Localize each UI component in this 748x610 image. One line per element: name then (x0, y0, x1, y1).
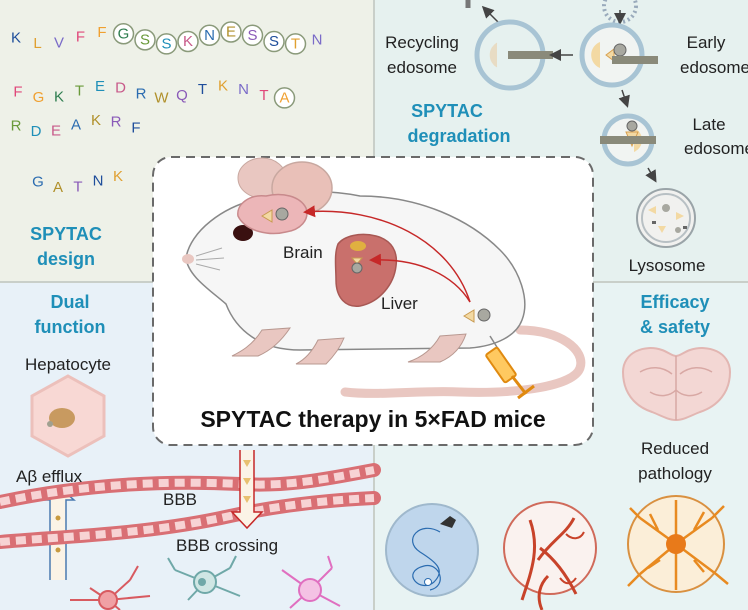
amino-acid-letter: D (115, 79, 126, 96)
delivery-arrow-brain (303, 205, 471, 303)
late-label-line1: Late (692, 115, 725, 134)
bbb-label: BBB (163, 490, 197, 509)
brain-label: Brain (283, 243, 323, 262)
amino-acid-letter: T (75, 83, 84, 100)
residue-highlight (112, 23, 135, 45)
amino-acid-letter: S (161, 35, 171, 52)
design-title-line1: SPYTAC (30, 224, 102, 244)
residue-highlight (177, 30, 199, 53)
amino-acid-letter: N (93, 173, 104, 190)
degradation-diagram (465, 0, 696, 248)
early-label-line2: edosome (680, 58, 748, 77)
bbb-crossing-arrow (230, 450, 264, 530)
neuron-red (70, 565, 151, 610)
amino-acid-letter: A (53, 179, 63, 196)
efficacy-title-line2: & safety (640, 317, 710, 337)
reduced-label-line1: Reduced (641, 439, 709, 458)
amino-acid-letter: F (13, 84, 22, 101)
amino-acid-letter: T (73, 178, 82, 195)
amino-acid-letter: D (31, 123, 42, 140)
residue-highlight (241, 24, 264, 47)
amino-acid-letter: K (91, 112, 101, 129)
amino-acid-letter: R (111, 113, 122, 130)
design-title-line2: design (37, 249, 95, 269)
amino-acid-letter: T (198, 81, 207, 98)
dual-title-line2: function (35, 317, 106, 337)
center-title: SPYTAC therapy in 5×FAD mice (200, 406, 545, 432)
neuron-pink (281, 555, 341, 609)
amino-acid-letter: G (32, 174, 44, 191)
recycling-label-line1: Recycling (385, 33, 459, 52)
residue-highlight (284, 33, 307, 55)
residue-highlight (198, 24, 221, 47)
mouse-tail (340, 325, 586, 398)
amino-acid-letter: E (226, 24, 236, 41)
degradation-title-line1: SPYTAC (411, 101, 483, 121)
degradation-title-line2: degradation (407, 126, 510, 146)
amino-acid-letter: K (54, 88, 64, 105)
recycling-label-line2: edosome (387, 58, 457, 77)
amino-acid-letter: L (33, 35, 41, 52)
amino-acid-letter: R (11, 118, 22, 135)
amino-acid-letter: F (97, 24, 106, 41)
top-arrow (481, 5, 499, 23)
lysosome-label: Lysosome (629, 256, 706, 275)
amino-acid-letter: S (247, 27, 257, 44)
amino-acid-letter: E (95, 78, 105, 95)
liver-label: Liver (381, 294, 418, 313)
amino-acid-letter: V (54, 34, 64, 51)
amino-acid-letter: N (238, 81, 249, 98)
amino-acid-letter: F (131, 119, 140, 136)
efficacy-diagram (385, 347, 732, 610)
behavior-circle (385, 503, 479, 597)
amino-acid-letter: N (312, 31, 323, 48)
amino-acid-letter: K (218, 78, 228, 95)
amino-acid-letter: R (136, 85, 147, 102)
residue-highlight (134, 29, 156, 51)
amino-acid-letter: G (33, 89, 45, 106)
amino-acid-letter: G (118, 25, 130, 42)
residue-highlight (220, 21, 242, 43)
residue-highlight (263, 30, 285, 53)
residue-highlight (155, 33, 178, 55)
amino-acid-letter: F (76, 29, 85, 46)
amino-acid-letter: E (51, 122, 61, 139)
dual-title-line1: Dual (50, 292, 89, 312)
amino-acid-letter: A (279, 89, 289, 106)
delivery-arrow-liver (369, 253, 471, 303)
residue-highlight (273, 87, 296, 109)
hepatocyte-label: Hepatocyte (25, 355, 111, 374)
amino-acid-letter: T (291, 35, 300, 52)
syringe-icon (485, 335, 535, 400)
amino-acid-letter: Q (176, 87, 188, 104)
vessel-circle (503, 501, 597, 595)
amino-acid-letter: S (269, 33, 279, 50)
amino-acid-letter: K (113, 168, 123, 185)
amino-acid-letter: N (204, 27, 215, 44)
efficacy-title-line1: Efficacy (640, 292, 709, 312)
amino-acid-letter: W (154, 89, 169, 106)
early-label-line1: Early (687, 33, 726, 52)
abeta-efflux-label: Aβ efflux (16, 467, 83, 486)
liver-organ (334, 233, 398, 307)
amino-acid-letter: K (183, 33, 193, 50)
bbb-crossing-label: BBB crossing (176, 536, 278, 555)
amino-acid-letter: K (11, 30, 21, 47)
late-label-line2: edosome (684, 139, 748, 158)
amino-acid-letter: A (71, 117, 81, 134)
amino-acid-letter: S (140, 31, 150, 48)
amino-acid-letter: T (259, 87, 268, 104)
neuron-teal (167, 555, 241, 601)
lysosome (636, 188, 696, 248)
mouse-illustration (182, 157, 586, 400)
dual-function-diagram (0, 374, 381, 610)
reduced-label-line2: pathology (638, 464, 712, 483)
